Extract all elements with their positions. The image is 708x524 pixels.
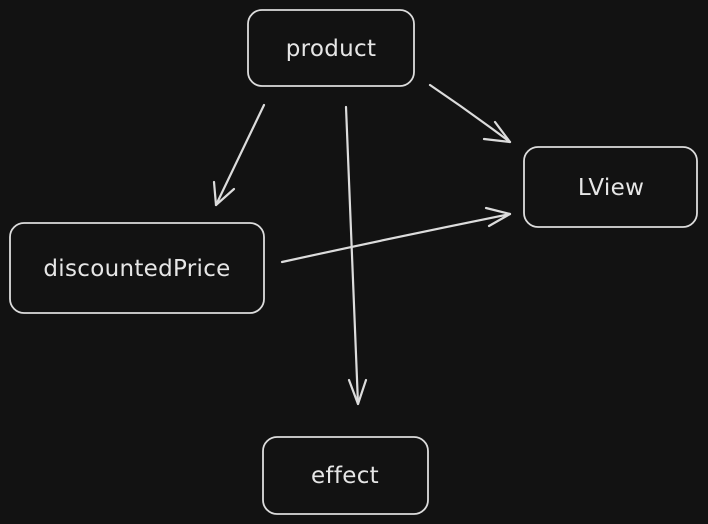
edge-discounted-price-to-lview [280, 206, 512, 264]
edge-product-to-lview-arrowhead [482, 120, 512, 144]
node-discounted-price[interactable]: discountedPrice [9, 222, 265, 314]
node-product[interactable]: product [247, 9, 415, 87]
node-lview-box [523, 146, 698, 228]
node-effect-label: effect [311, 463, 379, 489]
edge-product-to-discounted-price-line [214, 103, 266, 207]
node-discounted-price-label: discountedPrice [43, 256, 230, 282]
node-product-box [247, 9, 415, 87]
node-lview[interactable]: LView [523, 146, 698, 228]
edge-product-to-discounted-price [212, 103, 266, 207]
node-effect[interactable]: effect [262, 436, 429, 515]
edge-discounted-price-to-lview-line [280, 212, 512, 264]
edge-product-to-lview [428, 83, 512, 144]
node-lview-label: LView [578, 175, 644, 201]
node-discounted-price-box [9, 222, 265, 314]
node-effect-box [262, 436, 429, 515]
edge-product-to-lview-line [428, 83, 512, 144]
edge-discounted-price-to-lview-arrowhead [484, 206, 512, 228]
edge-product-to-effect-line [344, 105, 360, 406]
edge-product-to-effect-arrowhead [347, 378, 368, 406]
node-product-label: product [286, 36, 377, 62]
edge-product-to-effect [344, 105, 368, 406]
edge-product-to-discounted-price-arrowhead [212, 180, 236, 207]
